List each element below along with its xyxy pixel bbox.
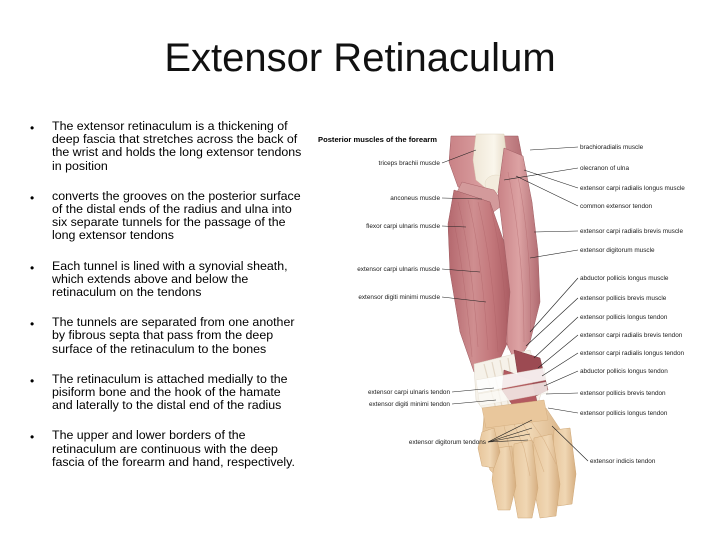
label-extensor-pollicis-longus-tendon-distal: extensor pollicis longus tendon (580, 410, 668, 417)
leader-extensor-digiti-minimi-muscle (441, 296, 487, 303)
right-label-group: brachioradialis muscle olecranon of ulna… (503, 144, 685, 465)
label-extensor-carpi-radialis-brevis-muscle: extensor carpi radialis brevis muscle (580, 228, 683, 235)
list-item: • Each tunnel is lined with a synovial s… (30, 258, 302, 300)
label-triceps-brachii-muscle: triceps brachii muscle (379, 160, 441, 167)
list-item-text: converts the grooves on the posterior su… (52, 188, 301, 243)
label-extensor-pollicis-brevis-muscle: extensor pollicis brevis muscle (580, 295, 667, 302)
leader-anconeus-muscle (441, 197, 483, 200)
leader-extensor-carpi-ulnaris-tendon (451, 387, 495, 393)
label-common-extensor-tendon: common extensor tendon (580, 203, 653, 210)
leader-abductor-pollicis-longus-muscle (529, 277, 579, 333)
label-extensor-carpi-ulnaris-tendon: extensor carpi ulnaris tendon (368, 389, 451, 396)
label-abductor-pollicis-longus-muscle: abductor pollicis longus muscle (580, 275, 669, 282)
leader-extensor-pollicis-longus-tendon (533, 316, 579, 359)
list-item: • converts the grooves on the posterior … (30, 188, 302, 243)
forearm-illustration (447, 133, 577, 519)
bullet-icon: • (30, 430, 35, 445)
label-extensor-pollicis-longus-tendon: extensor pollicis longus tendon (580, 314, 668, 321)
muscle-striations (453, 171, 531, 358)
leader-brachioradialis-muscle (529, 146, 579, 151)
leader-extensor-digiti-minimi-tendon (451, 399, 497, 405)
bullet-icon: • (30, 317, 35, 332)
figure-caption: Posterior muscles of the forearm (318, 135, 437, 144)
label-extensor-digitorum-muscle: extensor digitorum muscle (580, 247, 655, 254)
list-item-text: Each tunnel is lined with a synovial she… (52, 258, 288, 300)
leader-extensor-pollicis-brevis-tendon (545, 392, 579, 395)
label-olecranon-of-ulna: olecranon of ulna (580, 165, 629, 172)
list-item-text: The extensor retinaculum is a thickening… (52, 119, 302, 173)
leader-extensor-carpi-ulnaris-muscle (441, 268, 481, 273)
leader-extensor-indicis-tendon (551, 425, 589, 462)
list-item: • The tunnels are separated from one ano… (30, 316, 302, 356)
bullet-list: • The extensor retinaculum is a thickeni… (30, 119, 302, 486)
label-extensor-carpi-radialis-brevis-tendon: extensor carpi radialis brevis tendon (580, 332, 683, 339)
bullet-icon: • (30, 190, 35, 205)
label-extensor-indicis-tendon: extensor indicis tendon (590, 458, 656, 465)
finger-little (491, 445, 517, 511)
page-title: Extensor Retinaculum (164, 36, 556, 80)
leader-extensor-pollicis-brevis-muscle (525, 297, 579, 347)
label-brachioradialis-muscle: brachioradialis muscle (580, 144, 644, 151)
leader-abductor-pollicis-longus-tendon (543, 370, 579, 387)
leader-triceps-brachii-muscle (441, 149, 477, 164)
leader-extensor-carpi-radialis-brevis-tendon (537, 334, 579, 369)
leader-extensor-carpi-radialis-longus-muscle (523, 169, 579, 189)
bullet-icon: • (30, 121, 35, 135)
leader-extensor-digitorum-muscle (529, 249, 579, 259)
leader-extensor-carpi-radialis-longus-tendon (541, 352, 579, 377)
label-extensor-digitorum-tendons: extensor digitorum tendons (409, 439, 486, 446)
leader-extensor-carpi-radialis-brevis-muscle (533, 230, 579, 233)
list-item: • The upper and lower borders of the ret… (30, 429, 302, 469)
list-item-text: The retinaculum is attached medially to … (52, 371, 288, 413)
bullet-icon: • (30, 373, 35, 388)
label-anconeus-muscle: anconeus muscle (390, 195, 440, 202)
wrist (481, 399, 549, 429)
leader-extensor-pollicis-longus-tendon-distal (547, 407, 579, 414)
left-label-group: triceps brachii muscle anconeus muscle f… (357, 149, 533, 446)
list-item: • The retinaculum is attached medially t… (30, 371, 302, 413)
label-extensor-carpi-radialis-longus-muscle: extensor carpi radialis longus muscle (580, 185, 685, 192)
list-item-text: The tunnels are separated from one anoth… (52, 315, 295, 356)
list-item: • The extensor retinaculum is a thickeni… (30, 119, 302, 173)
anatomy-diagram: Posterior muscles of the forearm triceps… (318, 132, 716, 524)
label-extensor-pollicis-brevis-tendon: extensor pollicis brevis tendon (580, 390, 666, 397)
hand-tendon-lines (503, 419, 557, 477)
fingers (477, 427, 577, 519)
list-item-text: The upper and lower borders of the retin… (52, 428, 295, 469)
thumb (477, 427, 501, 469)
label-abductor-pollicis-longus-tendon: abductor pollicis longus tendon (580, 368, 668, 375)
leader-olecranon-of-ulna (503, 167, 579, 181)
label-extensor-carpi-ulnaris-muscle: extensor carpi ulnaris muscle (357, 266, 440, 273)
label-extensor-carpi-radialis-longus-tendon: extensor carpi radialis longus tendon (580, 350, 685, 357)
label-extensor-digiti-minimi-muscle: extensor digiti minimi muscle (358, 294, 440, 301)
leader-extensor-digitorum-tendons (487, 419, 533, 443)
bullet-icon: • (30, 260, 35, 275)
leader-common-extensor-tendon (515, 175, 579, 207)
label-flexor-carpi-ulnaris-muscle: flexor carpi ulnaris muscle (366, 223, 440, 230)
label-extensor-digiti-minimi-tendon: extensor digiti minimi tendon (369, 401, 450, 408)
leader-flexor-carpi-ulnaris-muscle (441, 225, 467, 228)
